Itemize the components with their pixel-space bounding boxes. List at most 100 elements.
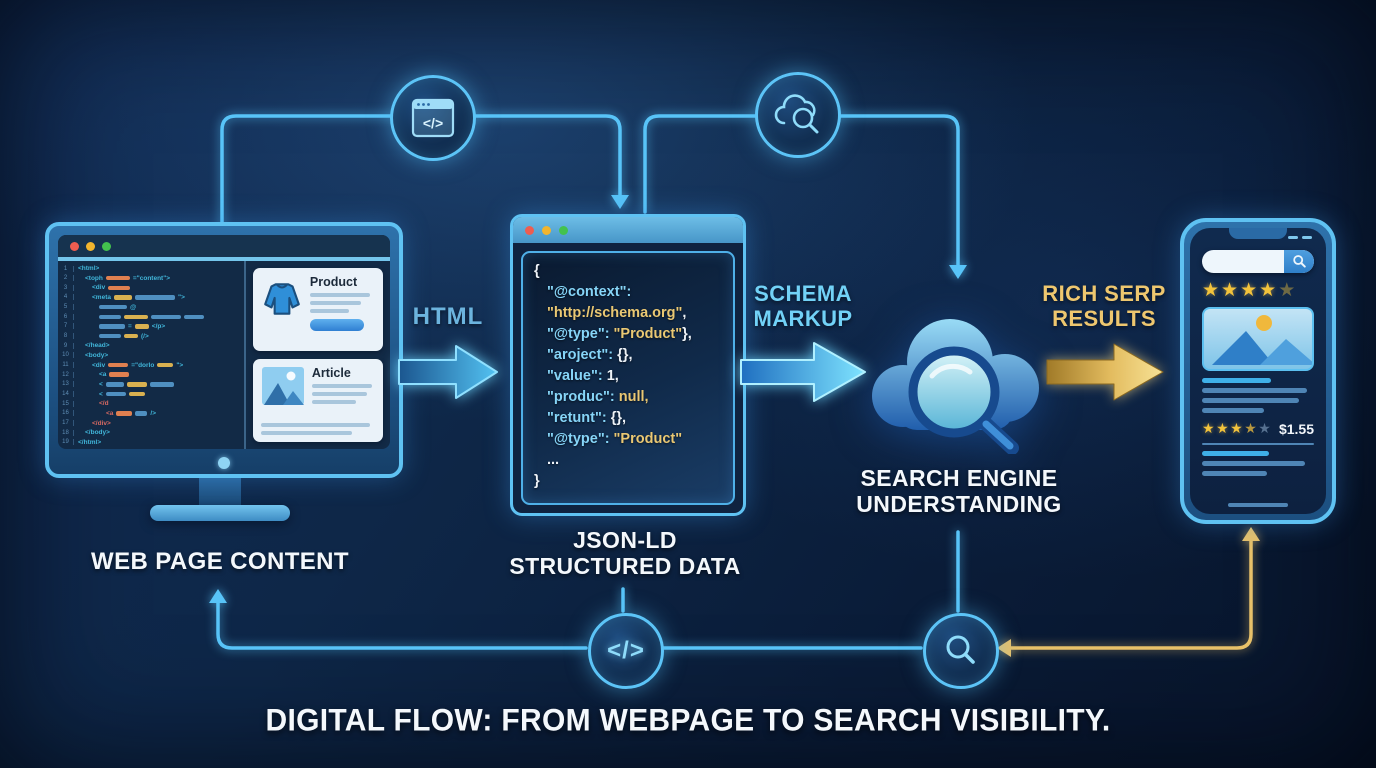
- code-line: 6: [58, 312, 244, 321]
- json-code: {"@context":"http://schema.org","@type":…: [521, 251, 735, 505]
- code-line: 12<a: [58, 370, 244, 379]
- article-card: Article: [252, 359, 383, 442]
- star-icon: ★: [1221, 280, 1241, 301]
- code-node-bottom: </>: [588, 613, 664, 689]
- code-line: 8(/>: [58, 332, 244, 341]
- code-icon: </>: [607, 637, 645, 664]
- json-code-line: {: [534, 263, 540, 279]
- arrowhead-down-cloud: [949, 265, 967, 279]
- close-dot-icon: [525, 225, 534, 235]
- result-text-lines: [1202, 378, 1314, 413]
- product-card-title: Product: [309, 275, 358, 289]
- star-icon: ★: [1258, 420, 1273, 436]
- search-bar: [1202, 250, 1314, 273]
- web-page-monitor: 1<html>2<toph ="content">3<div 4<meta ">…: [45, 222, 403, 478]
- cloud-search-node: [755, 72, 841, 158]
- html-arrow-label: HTML: [412, 303, 484, 330]
- schema-markup-label: SCHEMA MARKUP: [753, 281, 853, 331]
- result-text-lines-2: [1202, 451, 1314, 476]
- star-icon: ★: [1259, 280, 1279, 301]
- code-editor-lines: 1<html>2<toph ="content">3<div 4<meta ">…: [58, 261, 246, 449]
- search-input: [1202, 250, 1284, 273]
- minimize-dot-icon: [542, 225, 551, 235]
- code-line: 19</html>: [58, 438, 244, 447]
- product-buy-button: [309, 319, 364, 331]
- star-icon: ★: [1202, 420, 1217, 436]
- json-ld-label: JSON-LD STRUCTURED DATA: [509, 527, 741, 579]
- star-icon: ★: [1216, 420, 1231, 436]
- code-line: 10<body>: [58, 351, 244, 360]
- article-image-icon: [261, 367, 304, 405]
- maximize-dot-icon: [102, 241, 111, 251]
- code-line: 15</d: [58, 399, 244, 408]
- text-line: [309, 301, 361, 305]
- json-code-line: ...: [547, 452, 560, 468]
- code-line: 13<: [58, 380, 244, 389]
- code-line: 5@: [58, 303, 244, 312]
- monitor-power-dot: [218, 457, 230, 469]
- search-button: [1284, 250, 1314, 273]
- json-code-line: }: [534, 473, 540, 489]
- json-code-line: "@type": "Product"},: [547, 326, 692, 342]
- search-engine-understanding-label: SEARCH ENGINE UNDERSTANDING: [856, 465, 1062, 517]
- code-line: 14<: [58, 390, 244, 399]
- star-icon: ★: [1230, 420, 1245, 436]
- image-placeholder-icon: [1212, 315, 1312, 365]
- web-page-content-label: WEB PAGE CONTENT: [91, 548, 349, 575]
- phone-notch: [1229, 228, 1287, 239]
- json-code-line: "produc": null,: [547, 389, 649, 405]
- home-indicator: [1228, 503, 1288, 507]
- star-icon: ★: [1202, 280, 1222, 301]
- json-code-line: "retunt": {},: [547, 410, 627, 426]
- code-line: 4<meta ">: [58, 293, 244, 302]
- monitor-stand-base: [150, 505, 290, 521]
- star-icon: ★: [1244, 420, 1259, 436]
- schema-flow-arrow: [740, 342, 866, 402]
- arrowhead-left-search-node: [997, 639, 1011, 657]
- rating-price-row: ★★★★★ $1.55: [1202, 420, 1314, 437]
- text-line: [309, 293, 370, 297]
- search-icon: [1292, 255, 1306, 268]
- minimize-dot-icon: [86, 241, 95, 251]
- text-line: [309, 309, 349, 313]
- arrowhead-up-monitor: [209, 589, 227, 603]
- json-code-line: "@type": "Product": [547, 431, 683, 447]
- serp-flow-arrow: [1046, 343, 1164, 401]
- search-node-bottom: [923, 613, 999, 689]
- rating-stars-bottom: ★★★★★: [1202, 420, 1272, 437]
- text-line: [260, 423, 371, 427]
- cloud-magnifier-icon: [872, 319, 1039, 454]
- phone-speaker-dashes: [1288, 236, 1312, 239]
- close-dot-icon: [70, 241, 79, 251]
- text-line: [311, 400, 357, 404]
- code-line: 7=</p>: [58, 322, 244, 331]
- phone-screen: ★★★★★ ★★★★★ $1.55: [1190, 228, 1326, 514]
- code-line: 1<html>: [58, 264, 244, 273]
- monitor-screen: 1<html>2<toph ="content">3<div 4<meta ">…: [58, 235, 390, 449]
- arrowhead-down-json: [611, 195, 629, 209]
- text-line: [311, 392, 368, 396]
- phone-serp-content: ★★★★★ ★★★★★ $1.55: [1202, 250, 1314, 498]
- line-code-node-to-monitor: [216, 600, 588, 650]
- preview-cards: Product: [246, 261, 390, 449]
- cloud-search-icon: [774, 94, 819, 134]
- json-code-line: "aroject": {},: [547, 347, 633, 363]
- serp-phone: ★★★★★ ★★★★★ $1.55: [1180, 218, 1336, 524]
- arrowhead-up-phone: [1242, 527, 1260, 541]
- monitor-stand-neck: [199, 474, 241, 506]
- star-icon: ★: [1278, 280, 1298, 301]
- json-code-line: "@context":: [547, 284, 632, 300]
- divider-line: [1202, 443, 1314, 445]
- product-card: Product: [252, 268, 383, 351]
- rating-stars-top: ★★★★★: [1202, 281, 1314, 301]
- star-icon: ★: [1240, 280, 1260, 301]
- search-engine-cloud: [858, 296, 1058, 454]
- article-card-title: Article: [311, 366, 351, 380]
- code-line: 11<div ="dorlo">: [58, 361, 244, 370]
- maximize-dot-icon: [559, 225, 568, 235]
- line-phone-to-search-node: [1006, 538, 1253, 650]
- json-window-titlebar: [513, 217, 743, 243]
- sweater-icon: [264, 283, 300, 315]
- price-text: $1.55: [1278, 420, 1314, 437]
